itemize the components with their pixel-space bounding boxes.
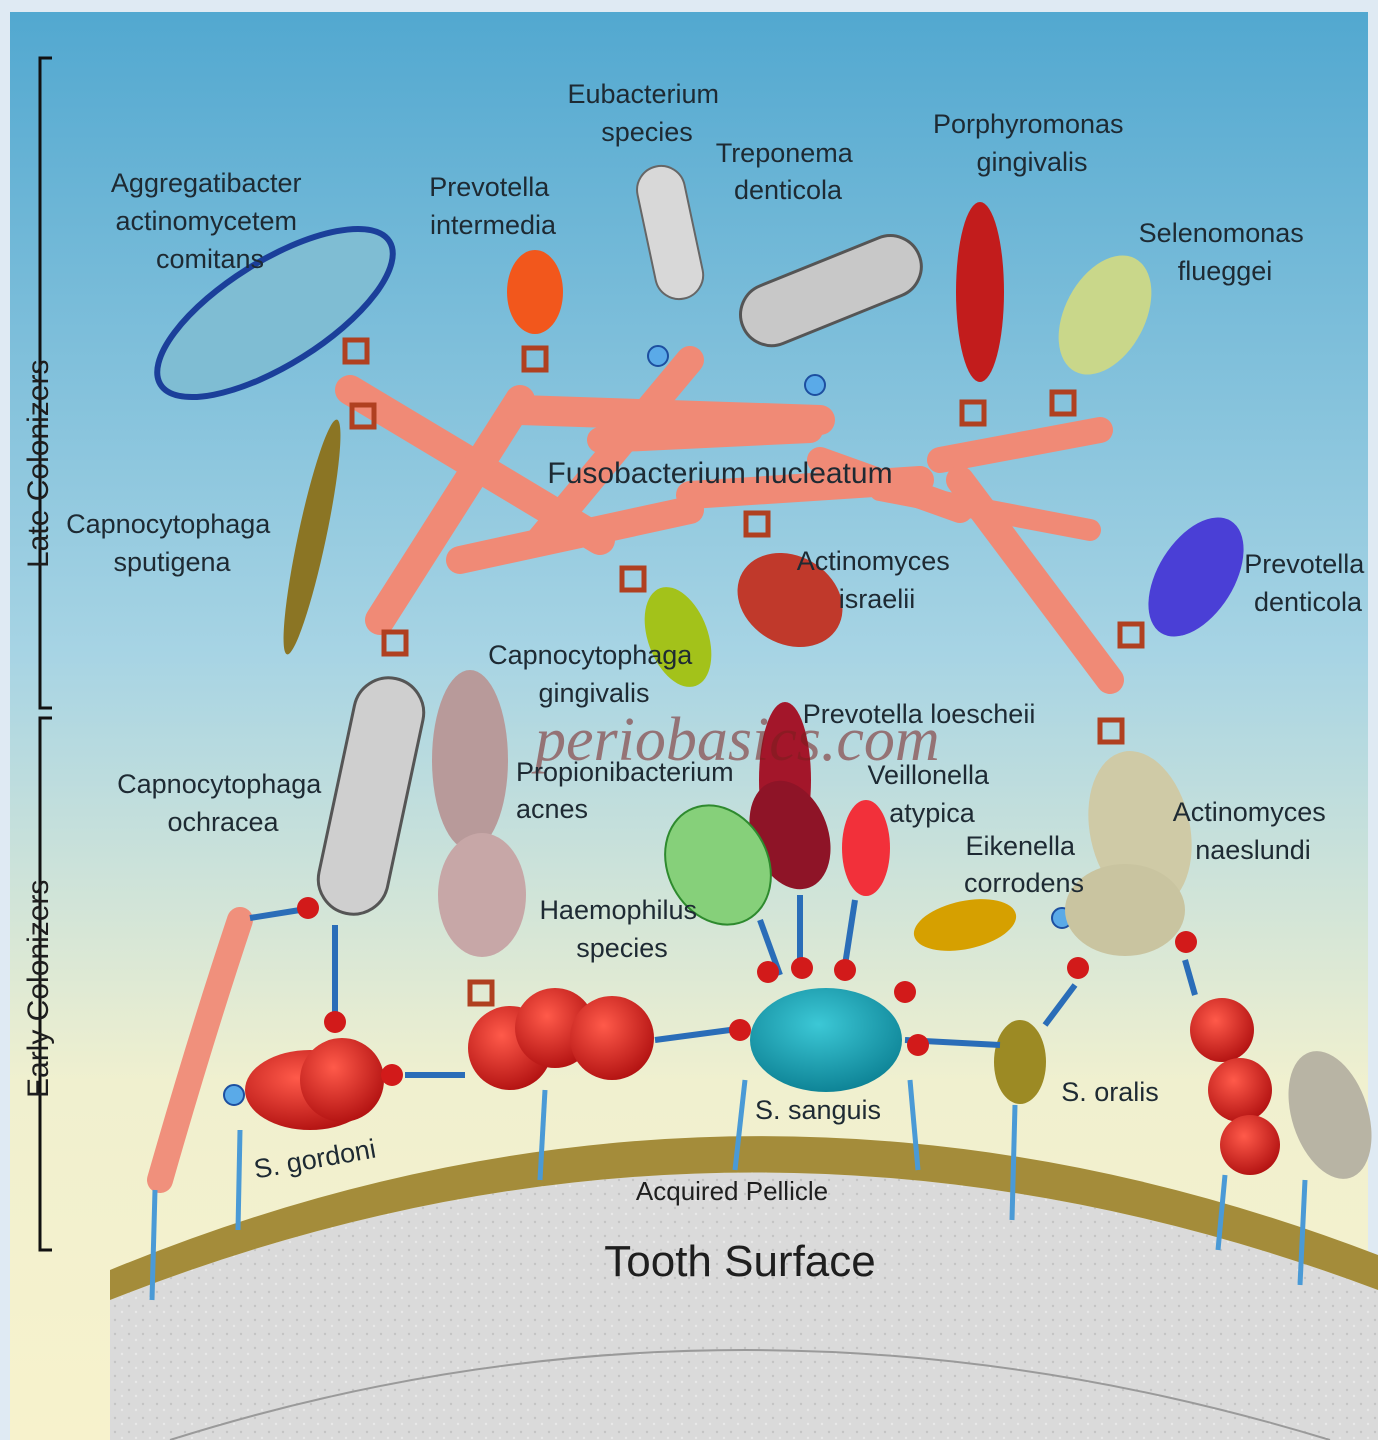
label-prevotella-loescheii: Prevotella loescheii [803,699,1036,729]
early-colonizers-label: Early Colonizers [22,880,55,1098]
propionibacterium-cell-lower [438,833,526,957]
tooth-surface-label: Tooth Surface [604,1237,876,1286]
s-sanguis-cell [750,988,902,1092]
label-s-oralis: S. oralis [1061,1077,1159,1107]
label-s-sanguis: S. sanguis [755,1095,881,1125]
late-colonizers-label: Late Colonizers [22,360,55,568]
s-gordoni-cell-2 [300,1038,384,1122]
porphyromonas-cell [956,202,1004,382]
label-fusobacterium: Fusobacterium nucleatum [547,457,892,490]
acquired-pellicle-label: Acquired Pellicle [636,1176,828,1206]
s-oralis-cell [994,1020,1046,1104]
prevotella-intermedia-cell [507,250,563,334]
propionibacterium-cell-upper [432,670,508,850]
veillonella-cell [842,800,890,896]
